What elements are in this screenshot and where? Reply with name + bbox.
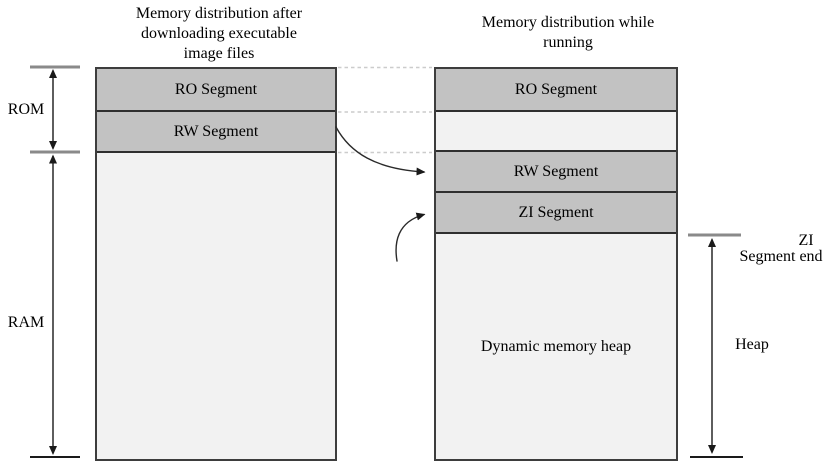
- ram-label: RAM: [7, 314, 45, 331]
- segment-unused-ram-downloaded: [97, 153, 335, 459]
- segment-gap-running: [436, 112, 676, 152]
- segment-label: RO Segment: [174, 80, 258, 98]
- ram-extent-arrow: [30, 154, 80, 458]
- segment-zi-running: ZI Segment: [436, 193, 676, 234]
- segment-ro-running: RO Segment: [436, 69, 676, 112]
- left-column-title: Memory distribution after downloading ex…: [98, 4, 340, 64]
- title-line: image files: [183, 45, 255, 62]
- left-memory-column: RO Segment RW Segment: [95, 67, 337, 461]
- title-line: downloading executable: [141, 25, 297, 42]
- right-memory-column: RO Segment RW Segment ZI Segment Dynamic…: [434, 67, 678, 461]
- zi-init-arrow: [395, 212, 426, 262]
- segment-dynamic-heap: Dynamic memory heap: [436, 234, 676, 459]
- segment-label: ZI Segment: [518, 203, 594, 221]
- heap-label: Heap: [735, 336, 769, 353]
- segment-rw-downloaded: RW Segment: [97, 112, 335, 153]
- rom-label: ROM: [7, 101, 45, 118]
- title-line: Memory distribution while: [481, 14, 655, 31]
- rw-copy-arrow: [335, 126, 426, 176]
- right-column-title: Memory distribution while running: [446, 13, 690, 53]
- title-line: running: [543, 34, 593, 51]
- segment-label: RW Segment: [513, 162, 599, 180]
- segment-ro-downloaded: RO Segment: [97, 69, 335, 112]
- segment-label: RW Segment: [173, 122, 259, 140]
- title-line: Memory distribution after: [135, 5, 303, 22]
- zi-segment-end-label: Segment end: [739, 248, 823, 265]
- segment-rw-running: RW Segment: [436, 152, 676, 193]
- dashed-connector-lines: [338, 66, 432, 154]
- segment-label: RO Segment: [514, 80, 598, 98]
- segment-label: Dynamic memory heap: [480, 337, 632, 355]
- zi-segment-end-label: ZI: [798, 232, 814, 249]
